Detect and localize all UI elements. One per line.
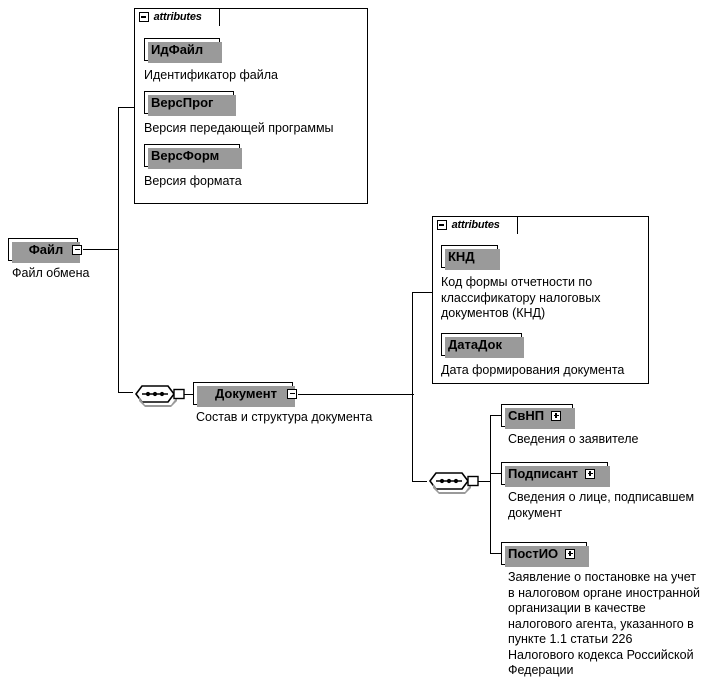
sequence-compositor-document[interactable] — [426, 467, 479, 494]
element-description-fail: Файл обмена — [12, 266, 90, 280]
connector-line — [412, 292, 433, 293]
element-name: Подписант — [508, 466, 579, 481]
element-description-podpisant: Сведения о лице, подписавшем документ — [508, 490, 695, 520]
attribute-box-versform[interactable]: ВерсФорм — [144, 144, 242, 169]
attribute-name: ВерсФорм — [151, 148, 220, 163]
element-name: Файл — [28, 242, 64, 257]
minus-icon[interactable] — [436, 220, 447, 231]
tab-mask — [434, 233, 517, 235]
connector-line — [477, 481, 491, 482]
element-name: ПостИО — [508, 546, 559, 561]
connector-line — [298, 394, 414, 395]
plus-icon[interactable] — [551, 410, 562, 421]
connector-line — [490, 473, 502, 474]
element-name: Документ — [215, 386, 277, 401]
element-box-postio[interactable]: ПостИО — [501, 542, 589, 567]
tab-mask — [136, 25, 219, 27]
attributes-tab-label: attributes — [451, 218, 500, 231]
sequence-compositor-file[interactable] — [132, 380, 185, 407]
attribute-name: ДатаДок — [448, 337, 502, 352]
connector-line — [83, 249, 118, 250]
connector-line — [118, 392, 133, 393]
element-description-postio: Заявление о постановке на учет в налогов… — [508, 570, 701, 677]
attribute-name: ИдФайл — [151, 42, 204, 57]
attribute-description-versform: Версия формата — [144, 174, 242, 188]
element-name: СвНП — [508, 408, 545, 423]
attributes-tab-label: attributes — [153, 10, 202, 23]
attribute-box-versprog[interactable]: ВерсПрог — [144, 91, 236, 116]
attribute-name: КНД — [448, 249, 475, 264]
attribute-box-idfail[interactable]: ИдФайл — [144, 38, 222, 63]
attribute-description-versprog: Версия передающей программы — [144, 121, 334, 135]
attributes-tab-document[interactable]: attributes — [431, 215, 518, 234]
minus-icon[interactable] — [72, 244, 82, 255]
minus-icon[interactable] — [138, 12, 149, 23]
element-box-svnp[interactable]: СвНП — [501, 404, 575, 429]
connector-line — [183, 394, 195, 395]
plus-icon[interactable] — [585, 468, 596, 479]
connector-line — [412, 481, 427, 482]
minus-icon[interactable] — [287, 388, 297, 399]
element-box-fail[interactable]: Файл — [8, 238, 82, 263]
connector-line — [490, 415, 502, 416]
attribute-box-datadok[interactable]: ДатаДок — [441, 333, 524, 358]
attribute-description-datadok: Дата формирования документа — [441, 363, 625, 377]
element-box-dokument[interactable]: Документ — [193, 382, 297, 407]
attribute-name: ВерсПрог — [151, 95, 214, 110]
sequence-icon — [135, 385, 185, 407]
element-description-dokument: Состав и структура документа — [196, 410, 373, 424]
connector-line — [412, 292, 413, 482]
attribute-description-knd: Код формы отчетности по классификатору н… — [441, 275, 601, 320]
connector-line — [118, 107, 135, 108]
plus-icon[interactable] — [565, 548, 576, 559]
connector-line — [490, 415, 491, 554]
element-description-svnp: Сведения о заявителе — [508, 432, 639, 446]
attribute-box-knd[interactable]: КНД — [441, 245, 500, 270]
attributes-tab-file[interactable]: attributes — [133, 7, 220, 26]
element-box-podpisant[interactable]: Подписант — [501, 462, 610, 487]
sequence-icon — [429, 472, 479, 494]
connector-line — [118, 107, 119, 393]
attribute-description-idfail: Идентификатор файла — [144, 68, 278, 82]
connector-line — [490, 553, 502, 554]
